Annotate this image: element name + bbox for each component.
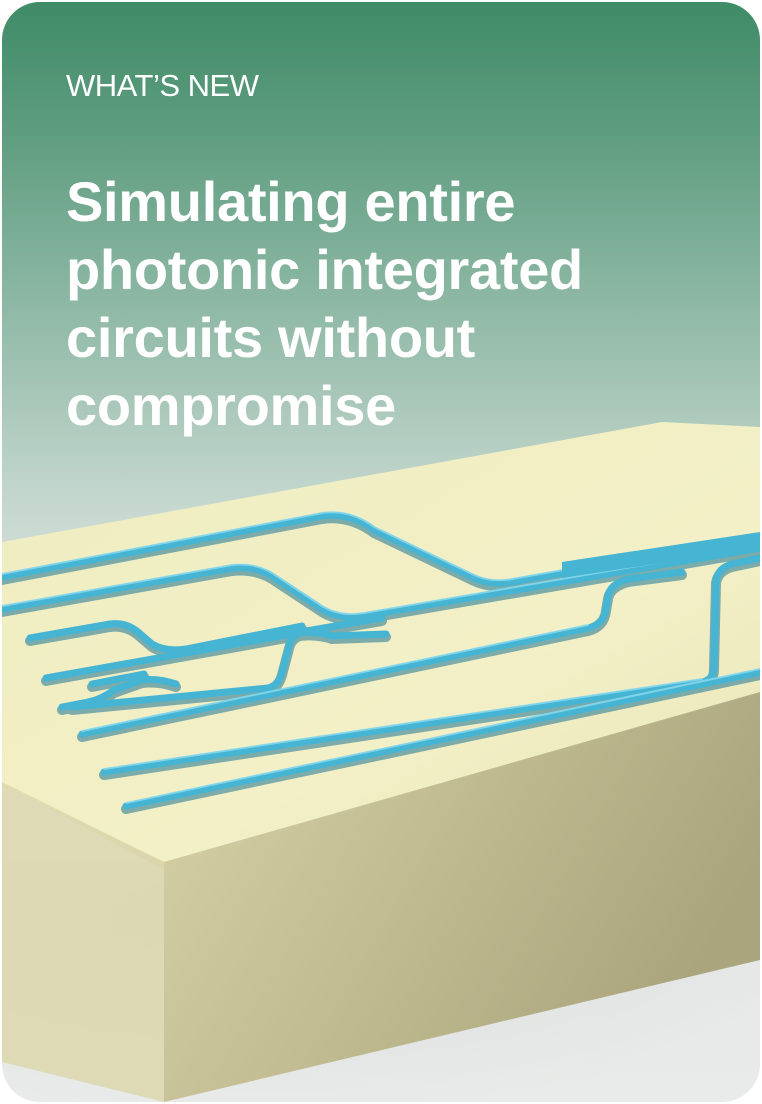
headline-line: circuits without [66, 306, 475, 369]
waveguides [2, 511, 760, 814]
card-headline: Simulating entire photonic integrated ci… [66, 168, 716, 440]
headline-line: photonic integrated [66, 238, 583, 301]
eyebrow-label: WHAT’S NEW [66, 68, 259, 103]
headline-line: compromise [66, 374, 396, 437]
headline-line: Simulating entire [66, 170, 516, 233]
chip-front-face [164, 692, 760, 1102]
